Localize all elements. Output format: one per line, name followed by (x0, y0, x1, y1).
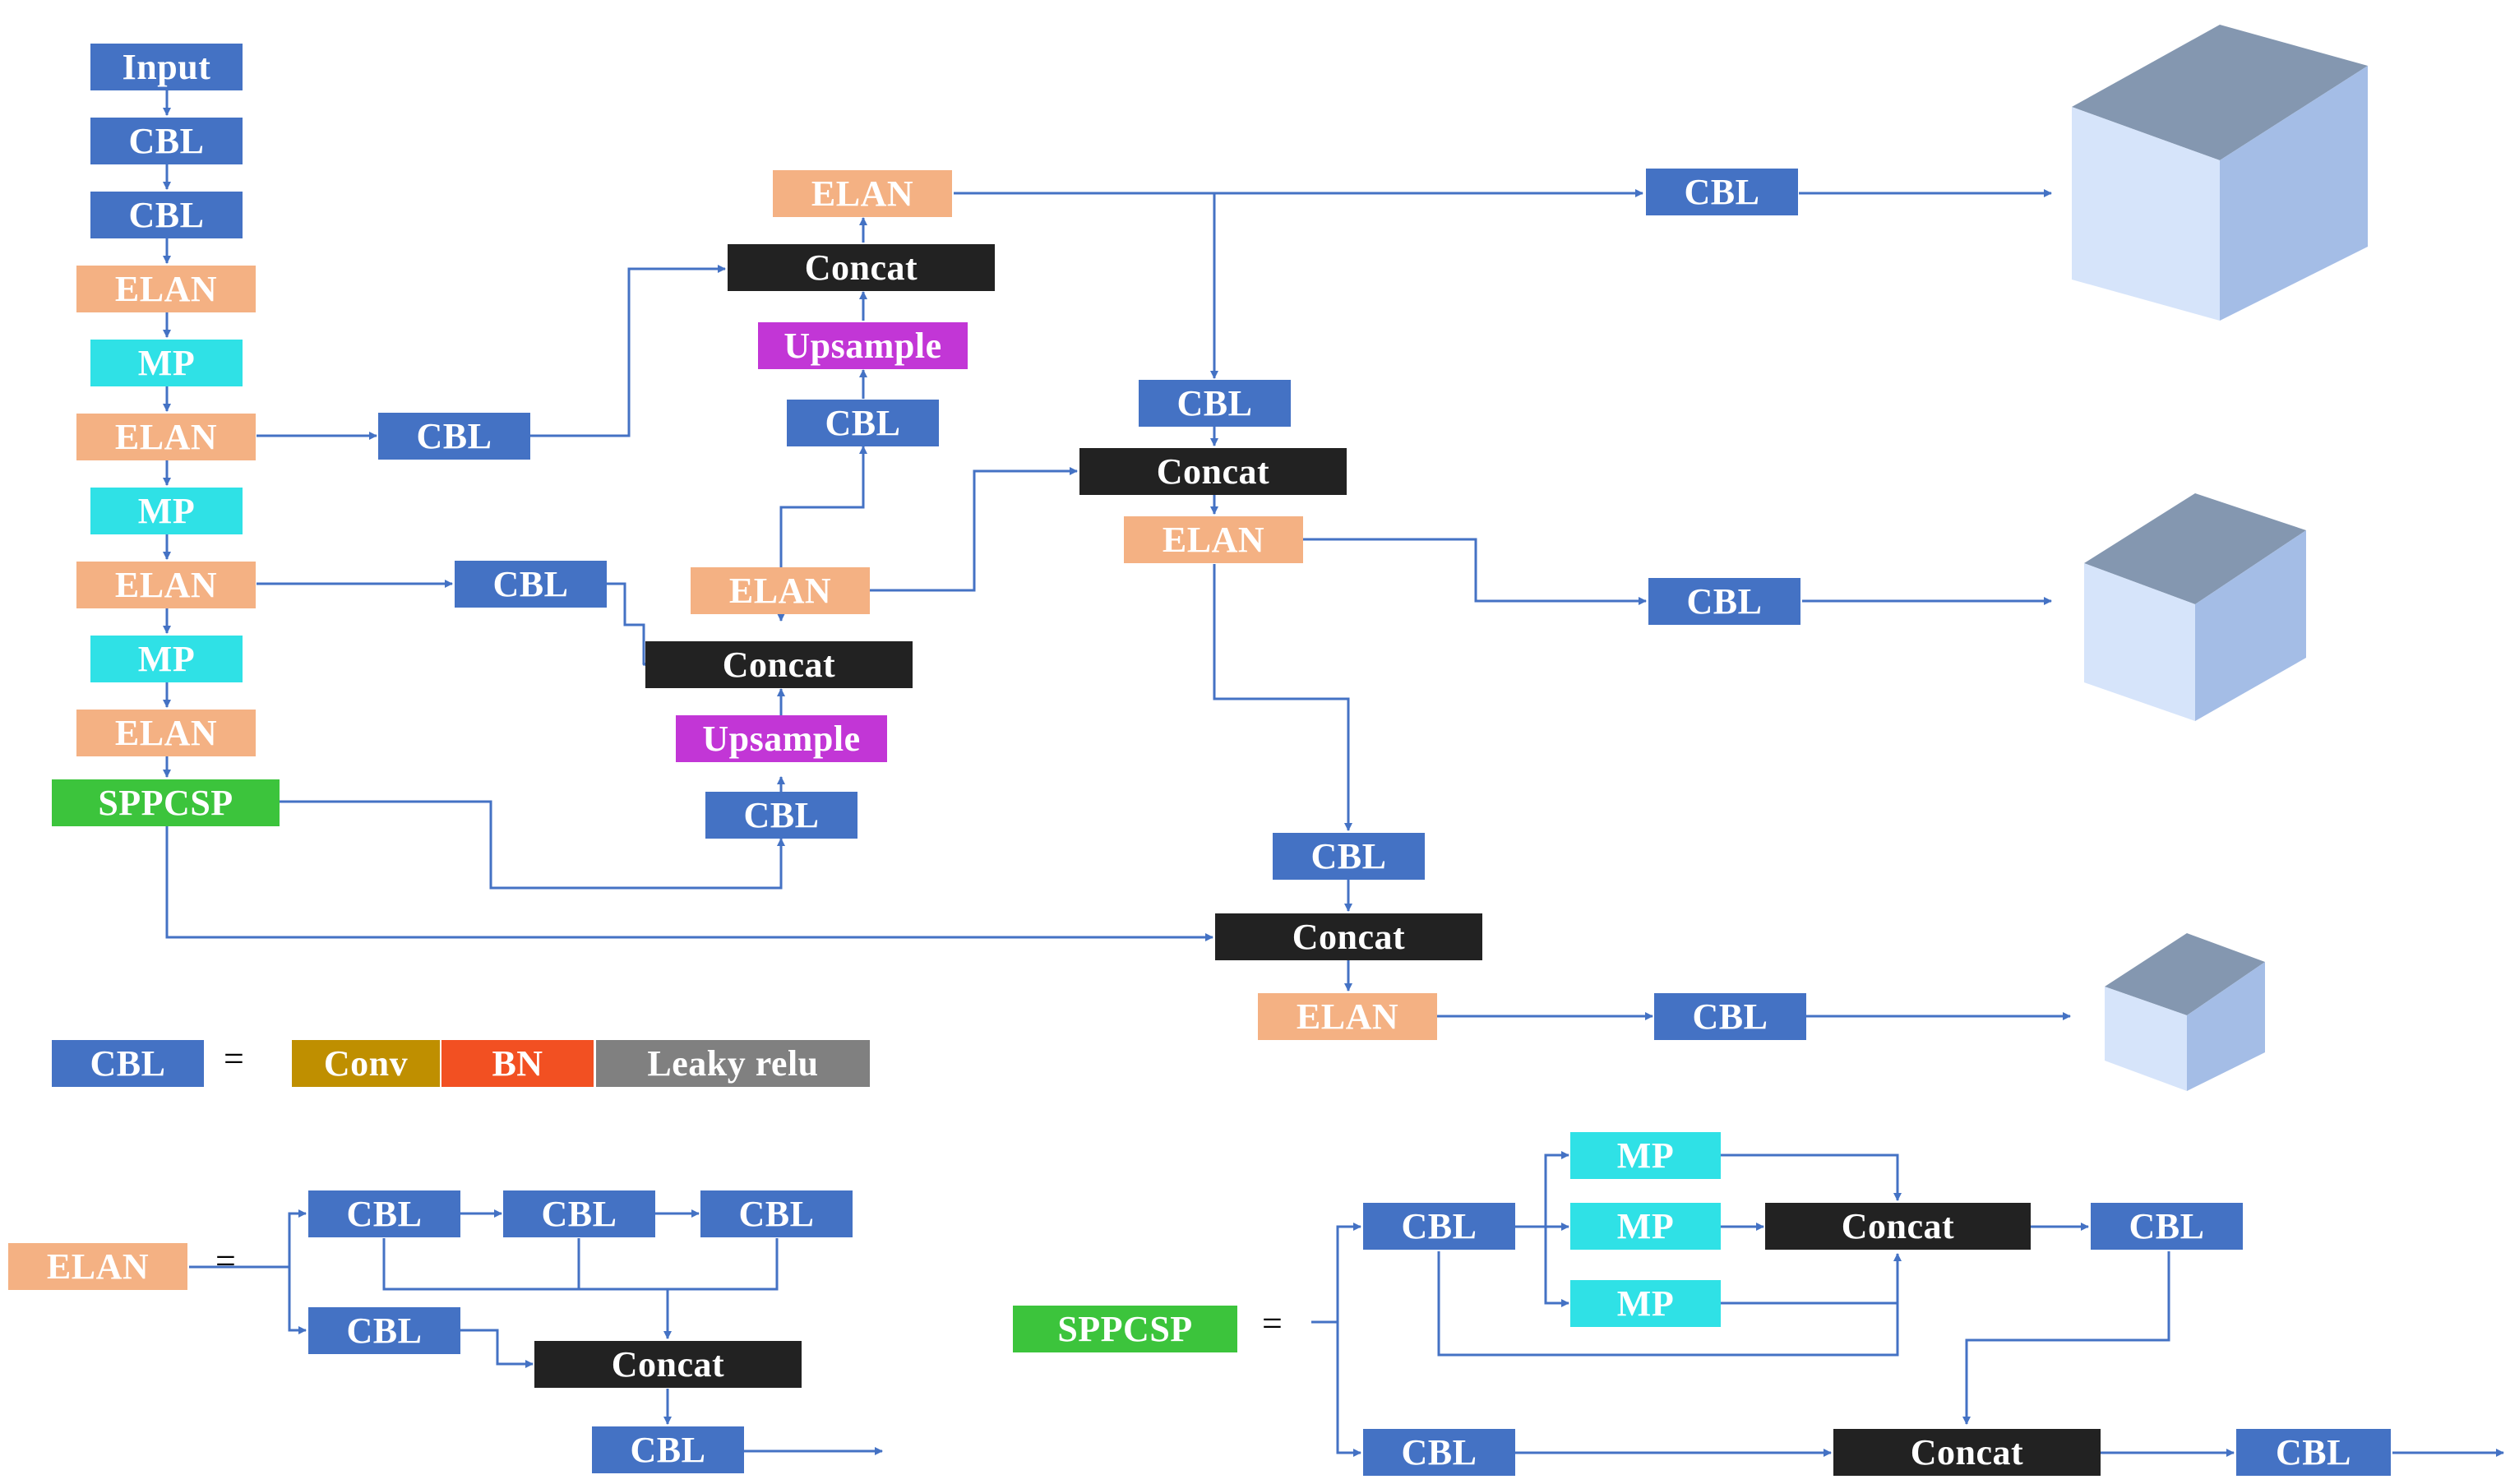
elan-legend-cbl-4: CBL (308, 1307, 460, 1354)
output-cube-large-icon (2072, 25, 2368, 321)
head-cbl-2: CBL (1273, 833, 1425, 880)
spp-legend-cbl-4: CBL (2236, 1429, 2391, 1476)
head-cbl-1: CBL (1139, 380, 1291, 427)
legend-elan: ELAN (8, 1243, 187, 1290)
backbone-mp-3: MP (90, 636, 243, 682)
backbone-elan-3: ELAN (76, 562, 256, 608)
neck-elan-mid: ELAN (691, 567, 870, 614)
legend-sppcsp-equals: = (1262, 1303, 1283, 1343)
output-cbl-large: CBL (1646, 169, 1798, 215)
legend-sppcsp: SPPCSP (1013, 1306, 1237, 1352)
spp-legend-cbl-1: CBL (1363, 1203, 1515, 1250)
lateral-cbl-2: CBL (455, 561, 607, 608)
backbone-cbl-1: CBL (90, 118, 243, 164)
input-block: Input (90, 44, 243, 90)
neck-concat-mid: Concat (645, 641, 913, 688)
spp-legend-concat-2: Concat (1833, 1429, 2101, 1476)
spp-legend-mp-3: MP (1570, 1280, 1721, 1327)
backbone-mp-1: MP (90, 340, 243, 386)
elan-legend-cbl-5: CBL (592, 1426, 744, 1473)
spp-legend-mp-1: MP (1570, 1132, 1721, 1179)
head-concat-2: Concat (1215, 913, 1482, 960)
elan-legend-cbl-2: CBL (503, 1190, 655, 1237)
neck-concat-top: Concat (728, 244, 995, 291)
head-elan-1: ELAN (1124, 516, 1303, 563)
elan-legend-cbl-3: CBL (700, 1190, 853, 1237)
neck-upsample-top: Upsample (758, 322, 968, 369)
backbone-cbl-2: CBL (90, 192, 243, 238)
legend-elan-equals: = (215, 1241, 236, 1281)
output-cbl-small: CBL (1654, 993, 1806, 1040)
legend-leaky-relu: Leaky relu (596, 1040, 870, 1087)
backbone-mp-2: MP (90, 488, 243, 534)
legend-cbl: CBL (52, 1040, 204, 1087)
backbone-elan-1: ELAN (76, 266, 256, 312)
neck-upsample-mid: Upsample (676, 715, 887, 762)
elan-legend-cbl-1: CBL (308, 1190, 460, 1237)
output-cbl-medium: CBL (1648, 578, 1800, 625)
legend-cbl-equals: = (224, 1038, 244, 1079)
spp-legend-cbl-3: CBL (1363, 1429, 1515, 1476)
spp-legend-cbl-2: CBL (2091, 1203, 2243, 1250)
lateral-cbl-1: CBL (378, 413, 530, 460)
backbone-sppcsp: SPPCSP (52, 779, 280, 826)
head-concat-1: Concat (1079, 448, 1347, 495)
neck-cbl-top: CBL (787, 400, 939, 446)
neck-cbl-mid: CBL (705, 792, 857, 839)
neck-elan-top: ELAN (773, 170, 952, 217)
output-cube-small-icon (2105, 933, 2265, 1091)
backbone-elan-2: ELAN (76, 414, 256, 460)
spp-legend-mp-2: MP (1570, 1203, 1721, 1250)
legend-bn: BN (441, 1040, 594, 1087)
legend-conv: Conv (292, 1040, 440, 1087)
output-cube-medium-icon (2084, 493, 2306, 721)
elan-legend-concat: Concat (534, 1341, 802, 1388)
head-elan-2: ELAN (1258, 993, 1437, 1040)
backbone-elan-4: ELAN (76, 710, 256, 756)
spp-legend-concat-1: Concat (1765, 1203, 2031, 1250)
